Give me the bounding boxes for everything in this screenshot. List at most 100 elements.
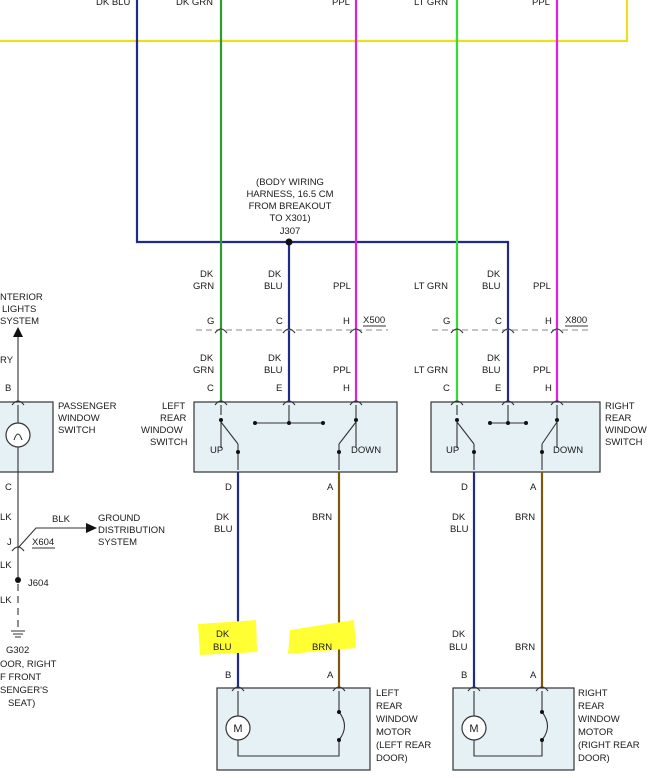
left-out-pin-d: D — [225, 482, 232, 493]
x800-pin-h: H — [545, 316, 552, 327]
left-switch-contact-3 — [287, 421, 291, 425]
left-motor-wire-labels: DK BLU BRN B A — [213, 629, 334, 681]
left-switch-contact-2 — [253, 421, 257, 425]
top-label-ppl-left: PPL — [332, 0, 350, 8]
x800-pin-c: C — [495, 316, 502, 327]
left-motor-symbol-circle — [225, 715, 251, 741]
left-motor-term-1 — [231, 686, 245, 692]
ground-loc-1: OOR, RIGHT — [0, 659, 57, 670]
left-switch-name-3: WINDOW — [141, 425, 183, 436]
left-out-wire1-l2: BLU — [214, 524, 233, 535]
right-switch-name-4: SWITCH — [605, 437, 643, 448]
pass-switch-name-2: WINDOW — [58, 413, 100, 424]
splice-desc-4: TO X301) — [269, 213, 310, 224]
left-lower-wire-labels: DK GRN DK BLU PPL C E H — [193, 353, 351, 394]
splice-j604-dot — [15, 577, 21, 583]
splice-j604-label: J604 — [28, 578, 49, 589]
ground-dist-1: GROUND — [98, 513, 140, 524]
left-switch-contact-1 — [219, 418, 223, 422]
x800-pin-g: G — [443, 316, 450, 327]
right-motor-pin-a: A — [530, 670, 537, 681]
right-switch-down: DOWN — [553, 445, 583, 456]
ll-wire2-l2: BLU — [264, 365, 283, 376]
pass-switch-term — [11, 400, 25, 406]
ground-icon — [11, 630, 25, 638]
right-motor-name-2: REAR — [578, 701, 605, 712]
left-out-pin-a: A — [327, 482, 334, 493]
right-out-wire1-l1: DK — [452, 512, 466, 523]
ru-wire2-l1: DK — [487, 269, 501, 280]
right-switch-contact-5 — [555, 418, 559, 422]
left-motor-contact-1 — [337, 710, 341, 714]
pass-pin-b: B — [5, 383, 11, 394]
top-wire-labels: DK BLU DK GRN PPL LT GRN PPL — [96, 0, 550, 8]
left-upper-wire-labels: DK GRN DK BLU PPL — [193, 269, 351, 292]
right-motor-name-1: RIGHT — [578, 688, 608, 699]
ground-dist-3: SYSTEM — [98, 537, 137, 548]
interior-lights-2: LIGHTS — [2, 304, 36, 315]
left-motor-pin-a: A — [327, 670, 334, 681]
left-motor-name-3: WINDOW — [376, 714, 418, 725]
x500-term-2 — [282, 328, 296, 334]
left-out-wire1-l1: DK — [216, 512, 230, 523]
left-switch-up: UP — [210, 445, 223, 456]
top-label-lt-grn: LT GRN — [414, 0, 448, 8]
ll-pin-c: C — [207, 383, 214, 394]
top-label-dk-blu: DK BLU — [96, 0, 130, 8]
left-motor-name-4: MOTOR — [376, 727, 411, 738]
ry-label: RY — [0, 355, 14, 366]
left-switch-box — [193, 401, 398, 473]
right-switch-term-1 — [450, 400, 464, 406]
right-motor-wire1-l2: BLU — [449, 642, 468, 653]
right-rear-window-switch: UP DOWN RIGHT REAR WINDOW SWITCH — [430, 400, 647, 473]
wire-dk-blu-trunk — [135, 0, 510, 330]
right-motor-term-1 — [467, 686, 481, 692]
left-switch-term-1 — [214, 400, 228, 406]
ll-pin-e: E — [276, 383, 282, 394]
right-out-wire2-l2: BRN — [515, 512, 535, 523]
left-switch-term-3 — [349, 400, 363, 406]
right-switch-contact-2 — [488, 421, 492, 425]
left-motor-wire1-l1: DK — [216, 629, 230, 640]
right-out-wire1-l2: BLU — [450, 524, 469, 535]
right-rear-window-motor: M RIGHT REAR WINDOW MOTOR (RIGHT REAR DO… — [452, 686, 640, 771]
x500-term-1 — [214, 328, 228, 334]
ground-loc-4: SEAT) — [8, 698, 35, 709]
top-label-dk-grn: DK GRN — [176, 0, 213, 8]
ground-loc-3: SENGER'S — [0, 685, 48, 696]
blk-label-2: LK — [0, 560, 12, 571]
right-switch-contact-3 — [506, 421, 510, 425]
x500-pin-c: C — [276, 316, 283, 327]
x800-term-3 — [550, 328, 564, 334]
ll-wire3-l2: PPL — [333, 365, 351, 376]
right-motor-name-4: MOTOR — [578, 727, 613, 738]
right-motor-contact-1 — [540, 710, 544, 714]
highlight-dk-blu — [198, 620, 257, 655]
ll-wire1-l2: GRN — [193, 365, 214, 376]
right-switch-name-1: RIGHT — [605, 401, 635, 412]
right-switch-box — [430, 401, 601, 473]
left-motor-name-5: (LEFT REAR — [376, 740, 431, 751]
highlight-brn — [288, 620, 356, 654]
ground-g302: G302 — [6, 645, 29, 656]
right-lower-wire-labels: LT GRN DK BLU PPL C E H — [414, 353, 552, 394]
ru-wire1-l2: LT GRN — [414, 281, 448, 292]
right-switch-up: UP — [446, 445, 459, 456]
yellow-boundary-line — [0, 0, 629, 43]
right-switch-contact-6 — [472, 450, 476, 454]
pass-pin-j: J — [7, 537, 12, 548]
left-rear-window-motor: M LEFT REAR WINDOW MOTOR (LEFT REAR DOOR… — [216, 686, 431, 771]
connector-x500: G C H X500 — [196, 315, 388, 334]
top-label-ppl-right: PPL — [532, 0, 550, 8]
right-upper-wire-labels: LT GRN DK BLU PPL — [414, 269, 551, 292]
right-motor-wire1-l1: DK — [452, 629, 466, 640]
wire-blk-ground-dist — [17, 527, 88, 549]
right-switch-term-2 — [501, 400, 515, 406]
right-motor-name-6: DOOR) — [578, 753, 610, 764]
arrow-up-icon — [13, 327, 23, 337]
lu-wire2-l1: DK — [268, 269, 282, 280]
pass-switch-name-3: SWITCH — [58, 425, 96, 436]
left-output-labels: D A DK BLU BRN — [214, 482, 334, 535]
lamp-filament — [13, 433, 23, 441]
